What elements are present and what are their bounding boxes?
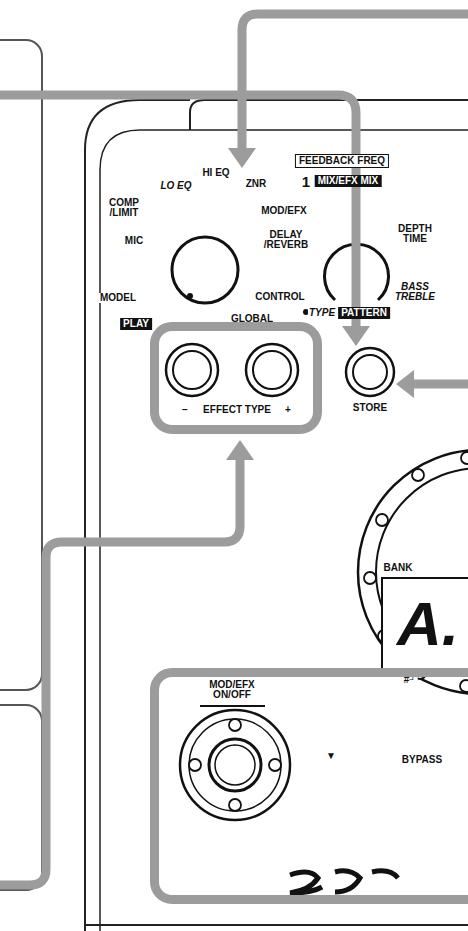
button-label: − xyxy=(181,405,189,415)
panel-label: MIX/EFX MIX xyxy=(315,175,382,187)
panel-label: MIC xyxy=(124,236,144,246)
button-label: EFFECT TYPE xyxy=(202,405,272,415)
button-label: MOD/EFX ON/OFF xyxy=(201,680,263,700)
panel-label: 1 xyxy=(301,174,311,189)
panel-label: MOD/EFX xyxy=(260,206,308,216)
panel-label: MODEL xyxy=(99,293,137,303)
button-label: ▼ xyxy=(325,751,337,761)
panel-label: PLAY xyxy=(120,318,152,330)
panel-label: HI EQ xyxy=(201,168,230,178)
panel-label: ZNR xyxy=(245,179,268,189)
panel-label: BASS TREBLE xyxy=(392,282,438,302)
highlight-box: MOD/EFX ON/OFF ▼ BYPASS xyxy=(150,668,468,904)
panel-label: DELAY /REVERB xyxy=(261,230,311,250)
panel-label: FEEDBACK FREQ xyxy=(295,154,389,168)
panel-label: STORE xyxy=(352,403,388,413)
panel-label: DEPTH TIME xyxy=(394,224,436,244)
panel-label: TYPE xyxy=(308,308,336,318)
button-label: + xyxy=(284,405,292,415)
panel-label: CONTROL xyxy=(254,292,305,302)
panel-label: LO EQ xyxy=(159,181,192,191)
panel-label: COMP /LIMIT xyxy=(105,198,143,218)
highlight-box: − EFFECT TYPE + xyxy=(150,322,322,434)
panel-label: A. xyxy=(396,593,460,655)
panel-label: BANK xyxy=(383,563,414,573)
panel-label: PATTERN xyxy=(338,307,390,319)
button-label: BYPASS xyxy=(401,755,443,765)
